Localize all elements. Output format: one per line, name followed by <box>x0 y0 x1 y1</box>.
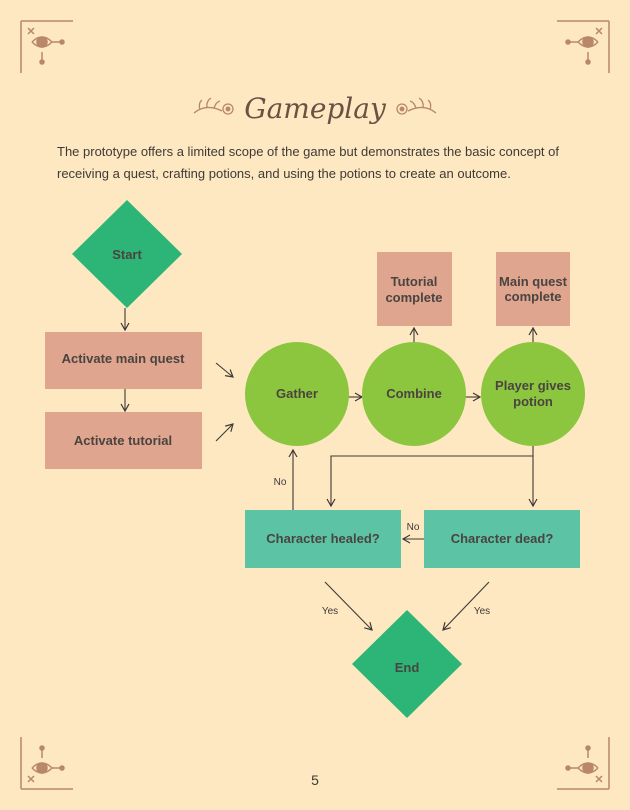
page-number: 5 <box>311 772 319 788</box>
character-dead-node: Character dead? <box>424 510 580 568</box>
corner-ornament-icon <box>20 20 73 73</box>
gather-node: Gather <box>245 342 349 446</box>
edge-label-yes-right: Yes <box>474 606 490 617</box>
activate-tutorial-node: Activate tutorial <box>45 412 202 469</box>
activate-main-quest-node: Activate main quest <box>45 332 202 389</box>
start-node: Start <box>72 200 182 308</box>
edge-label-no-healed: No <box>407 522 420 533</box>
player-gives-potion-label-line2: potion <box>513 394 553 409</box>
end-label: End <box>395 660 420 675</box>
combine-label: Combine <box>386 386 442 401</box>
activate-tutorial-label: Activate tutorial <box>74 433 172 448</box>
title-row: Gameplay <box>0 88 630 128</box>
player-gives-potion-node: Player gives potion <box>481 342 585 446</box>
tutorial-complete-label-line2: complete <box>385 290 442 305</box>
main-quest-complete-node: Main quest complete <box>496 252 570 326</box>
intro-paragraph: The prototype offers a limited scope of … <box>57 144 559 181</box>
player-gives-potion-label-line1: Player gives <box>495 378 571 393</box>
tutorial-complete-node: Tutorial complete <box>377 252 452 326</box>
arrow-potion-to-healed <box>326 446 534 508</box>
main-quest-complete-label-line1: Main quest <box>499 274 568 289</box>
edge-label-yes-left: Yes <box>322 606 338 617</box>
edge-label-no-gather: No <box>274 477 287 488</box>
end-node: End <box>352 610 462 718</box>
title-flourish-icon <box>396 97 437 115</box>
title-flourish-icon <box>193 97 234 115</box>
arrow-tutorial-to-gather <box>215 423 234 442</box>
page-title: Gameplay <box>244 91 386 125</box>
main-quest-complete-label-line2: complete <box>504 289 561 304</box>
tutorial-complete-label-line1: Tutorial <box>391 274 438 289</box>
corner-ornament-icon <box>557 20 610 73</box>
activate-main-quest-label: Activate main quest <box>62 351 185 366</box>
start-label: Start <box>112 247 142 262</box>
corner-ornament-icon <box>20 737 73 790</box>
character-healed-label: Character healed? <box>266 531 379 546</box>
arrow-healed-yes-to-end <box>324 581 373 631</box>
corner-ornament-icon <box>557 737 610 790</box>
character-dead-label: Character dead? <box>451 531 554 546</box>
arrow-dead-yes-to-end <box>442 581 490 631</box>
arrow-main-quest-to-gather <box>215 362 234 378</box>
character-healed-node: Character healed? <box>245 510 401 568</box>
combine-node: Combine <box>362 342 466 446</box>
gather-label: Gather <box>276 386 318 401</box>
